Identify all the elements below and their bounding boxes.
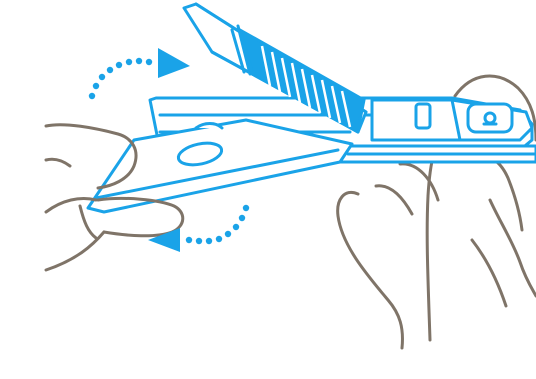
rotate-arrow-bottom-icon <box>148 204 250 252</box>
rotate-arrow-top-icon <box>88 48 190 100</box>
grip-ribs <box>237 26 366 133</box>
replacement-blade-icon <box>86 118 354 214</box>
left-hand-icon <box>44 123 185 272</box>
